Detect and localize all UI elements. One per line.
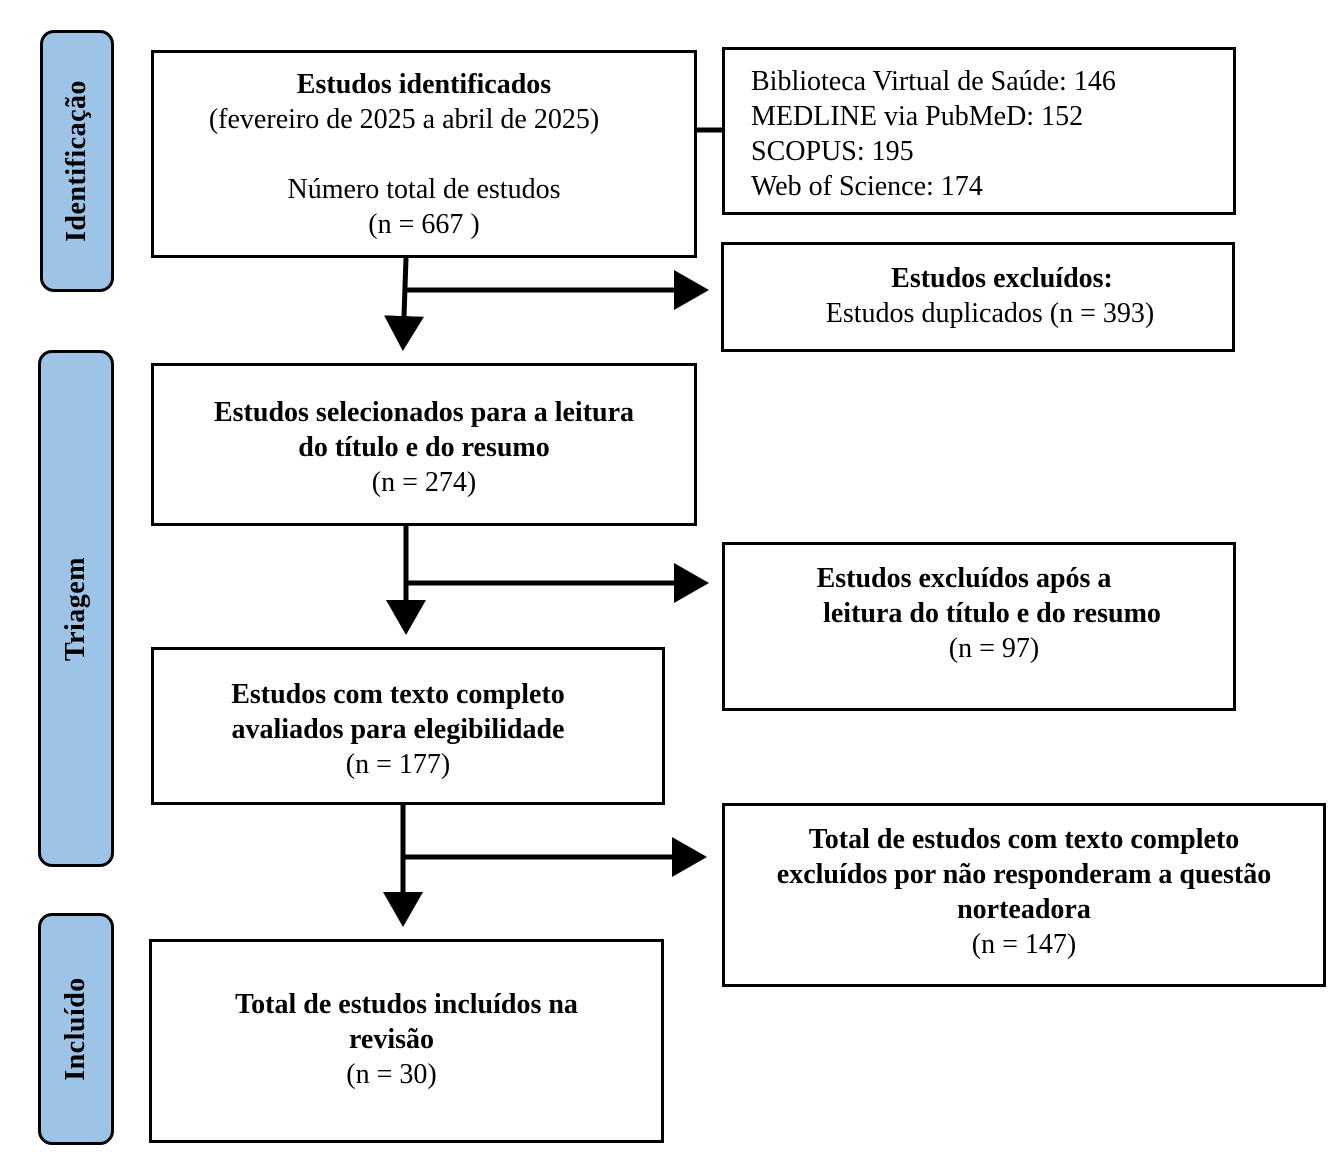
- duplicates-text: Estudos duplicados (n = 393): [825, 298, 1155, 329]
- screened-title-1: Estudos selecionados para a leitura: [213, 397, 635, 428]
- connector-identified-screened: [384, 257, 425, 351]
- identified-count: (n = 667 ): [368, 209, 480, 240]
- duplicates-title: Estudos excluídos:: [891, 263, 1113, 294]
- phase-incluido: Incluído: [38, 913, 114, 1145]
- phase-triagem: Triagem: [38, 350, 114, 867]
- excluded-ft-count: (n = 147): [971, 929, 1077, 960]
- box-duplicates-excluded: Estudos excluídos: Estudos duplicados (n…: [721, 242, 1235, 352]
- included-count: (n = 30): [346, 1059, 437, 1090]
- fulltext-title-2: avaliados para elegibilidade: [231, 714, 565, 745]
- excluded-ta-title-2: leitura do título e do resumo: [823, 598, 1161, 629]
- box-excluded-full-text: Total de estudos com texto completo excl…: [722, 803, 1326, 987]
- screened-title-2: do título e do resumo: [298, 432, 550, 463]
- excluded-ft-title-1: Total de estudos com texto completo: [808, 824, 1240, 855]
- box-screened: Estudos selecionados para a leitura do t…: [151, 363, 697, 526]
- box-identified-studies: Estudos identificados (fevereiro de 2025…: [151, 50, 697, 258]
- identified-period: (fevereiro de 2025 a abril de 2025): [208, 104, 600, 135]
- box-included: Total de estudos incluídos na revisão (n…: [149, 939, 664, 1143]
- box-sources: Biblioteca Virtual de Saúde: 146 MEDLINE…: [722, 47, 1236, 215]
- excluded-ft-title-2: excluídos por não responderam a questão: [776, 859, 1272, 890]
- source-medline: MEDLINE via PubMeD: 152: [751, 101, 1084, 132]
- included-title-1: Total de estudos incluídos na: [235, 989, 578, 1020]
- phase-identificacao: Identificação: [40, 30, 114, 292]
- box-full-text-assessed: Estudos com texto completo avaliados par…: [151, 647, 665, 805]
- excluded-ta-title-1: Estudos excluídos após a: [816, 563, 1112, 594]
- included-title-2: revisão: [348, 1024, 435, 1055]
- source-scopus: SCOPUS: 195: [751, 136, 914, 167]
- identified-total-label: Número total de estudos: [287, 174, 561, 205]
- fulltext-count: (n = 177): [345, 749, 451, 780]
- excluded-ta-count: (n = 97): [948, 633, 1040, 664]
- fulltext-title-1: Estudos com texto completo: [231, 679, 565, 710]
- excluded-ft-title-3: norteadora: [957, 894, 1091, 925]
- box-excluded-title-abstract: Estudos excluídos após a leitura do títu…: [722, 542, 1236, 711]
- source-bvs: Biblioteca Virtual de Saúde: 146: [751, 66, 1116, 97]
- source-wos: Web of Science: 174: [751, 171, 983, 202]
- identified-spacer: [154, 137, 694, 172]
- identified-title: Estudos identificados: [296, 69, 552, 100]
- screened-count: (n = 274): [371, 467, 477, 498]
